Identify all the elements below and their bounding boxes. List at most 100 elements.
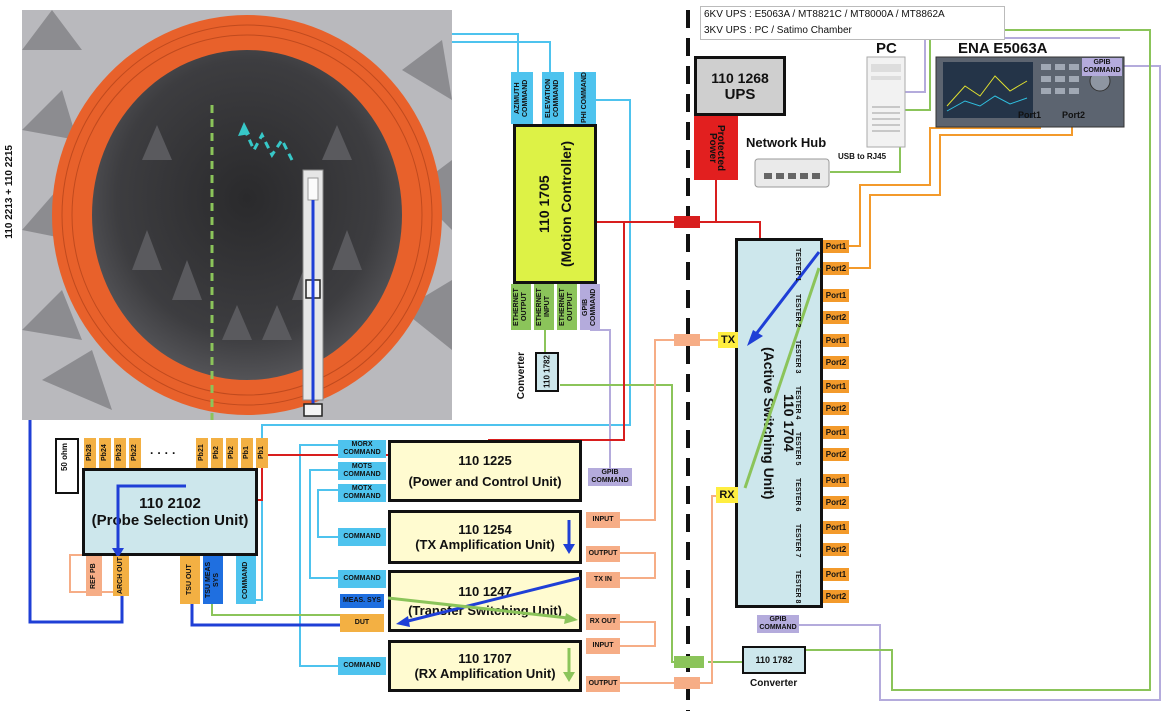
ena-port1-label: Port1	[1018, 110, 1042, 120]
load-50-ohm-box	[55, 438, 79, 494]
motx-command-port: MOTX COMMAND	[338, 484, 386, 502]
mots-command-port: MOTS COMMAND	[338, 462, 386, 480]
asu-title: 110 1704 (Active Switching Unit)	[759, 347, 799, 499]
tester-1-port1: Port1	[823, 240, 849, 253]
ena-title: ENA E5063A	[958, 40, 1048, 57]
tsu-tx-in-port: TX IN	[586, 572, 620, 588]
side-label: 110 2213 + 110 2215	[4, 145, 15, 239]
tsu-out-port: TSU OUT	[180, 556, 200, 604]
asu-id: 110 1704	[781, 394, 797, 452]
tx-amp-id: 110 1254	[458, 522, 512, 537]
rx-amp-output-port: OUTPUT	[586, 676, 620, 692]
tester-5-port1: Port1	[823, 426, 849, 439]
ena-analyzer-icon	[935, 56, 1125, 128]
converter-bottom-label: Converter	[750, 678, 798, 689]
probe-selection-unit-block: 110 2102 (Probe Selection Unit)	[82, 468, 258, 556]
tester-1-label: TESTER 1	[794, 248, 801, 282]
ethernet-connector	[674, 656, 704, 668]
network-hub-label: Network Hub	[746, 135, 827, 150]
tester-2-port2: Port2	[823, 311, 849, 324]
tx-connector	[674, 334, 700, 346]
phi-command-port: PHI COMMAND	[574, 72, 596, 124]
tx-amp-output-port: OUTPUT	[586, 546, 620, 562]
tester-5-port2: Port2	[823, 448, 849, 461]
ena-gpib-port: GPIB COMMAND	[1082, 58, 1122, 76]
meas-wire	[211, 604, 340, 616]
probe-port-22: Pb22	[129, 438, 141, 468]
tester-8-label: TESTER 8	[794, 570, 801, 604]
tester-8-port1: Port1	[823, 568, 849, 581]
rx-amp-name: (RX Amplification Unit)	[414, 666, 556, 681]
tester-3-port2: Port2	[823, 356, 849, 369]
asu-gpib-command: GPIB COMMAND	[757, 615, 799, 633]
motion-controller-title: 110 1705 (Motion Controller)	[533, 141, 577, 267]
tester-7-port2: Port2	[823, 543, 849, 556]
tester-2-port1: Port1	[823, 289, 849, 302]
psu-name: (Probe Selection Unit)	[91, 512, 249, 529]
rx-amp-arrow-icon	[563, 648, 575, 682]
probe-port-23: Pb23	[114, 438, 126, 468]
tsu-meas-sys-port: TSU MEAS SYS	[203, 556, 223, 604]
rx-amplification-unit-block: 110 1707 (RX Amplification Unit)	[388, 640, 582, 692]
ups-block: 110 1268 UPS	[694, 56, 786, 116]
command-wires	[240, 33, 631, 667]
tester-3-label: TESTER 3	[794, 340, 801, 374]
psu-command-port: COMMAND	[236, 556, 256, 604]
arch-out-port: ARCH OUT	[113, 556, 129, 596]
probe-port-24: Pb24	[99, 438, 111, 468]
pcu-gpib-command: GPIB COMMAND	[588, 468, 632, 486]
tester-6-label: TESTER 6	[794, 478, 801, 512]
probe-port-21: Pb21	[196, 438, 208, 468]
tsu-command-port: COMMAND	[338, 570, 386, 588]
network-hub-icon	[754, 158, 830, 188]
tester-7-label: TESTER 7	[794, 524, 801, 558]
ups-id: 110 1268	[711, 69, 769, 86]
tester-8-port2: Port2	[823, 590, 849, 603]
instrument-rf-wires	[845, 118, 1073, 269]
transfer-switching-unit-block: 110 1247 (Transfer Switching Unit)	[388, 570, 582, 632]
tx-amp-name: (TX Amplification Unit)	[415, 537, 555, 552]
tester-6-port1: Port1	[823, 474, 849, 487]
pc-tower-icon	[866, 56, 906, 148]
tester-4-label: TESTER 4	[794, 386, 801, 420]
tester-2-label: TESTER 2	[794, 294, 801, 328]
azimuth-command-port: AZIMUTH COMMAND	[511, 72, 533, 124]
usb-rj45-label: USB to RJ45	[838, 152, 887, 161]
pcu-name: (Power and Control Unit)	[408, 474, 562, 489]
power-control-unit-block: 110 1225 (Power and Control Unit)	[388, 440, 582, 502]
motion-ethernet-output-1: ETHERNET OUTPUT	[511, 284, 531, 330]
motion-controller-id: 110 1705	[536, 175, 552, 233]
tsu-meas-sys-input: MEAS. SYS	[340, 594, 384, 608]
tester-4-port2: Port2	[823, 402, 849, 415]
pcu-id: 110 1225	[458, 453, 512, 468]
tsu-paths	[388, 576, 581, 627]
tx-amp-input-port: INPUT	[586, 512, 620, 528]
tsu-dut-port: DUT	[340, 614, 384, 632]
probe-port-2a: Pb2	[211, 438, 223, 468]
ups-note-line2: 3KV UPS : PC / Satimo Chamber	[704, 25, 852, 36]
probe-port-28: Pb28	[84, 438, 96, 468]
converter-bottom-block: 110 1782	[742, 646, 806, 674]
tsu-rx-out-port: RX OUT	[586, 614, 620, 630]
motion-controller-block: 110 1705 (Motion Controller)	[513, 124, 597, 284]
ups-name: UPS	[724, 85, 756, 103]
tx-amp-arrow-icon	[563, 520, 575, 554]
rx-amp-command-port: COMMAND	[338, 657, 386, 675]
asu-name: (Active Switching Unit)	[761, 346, 777, 500]
psu-id: 110 2102	[139, 495, 201, 512]
elevation-command-port: ELEVATION COMMAND	[542, 72, 564, 124]
ref-pb-port: REF PB	[86, 556, 102, 596]
power-connector	[674, 216, 700, 228]
probe-port-1a: Pb1	[241, 438, 253, 468]
asu-tx-label: TX	[718, 332, 738, 348]
converter-top-block: 110 1782	[535, 352, 559, 392]
tester-4-port1: Port1	[823, 380, 849, 393]
tester-7-port1: Port1	[823, 521, 849, 534]
asu-rx-label: RX	[716, 487, 738, 503]
asu-paths	[743, 251, 821, 489]
rx-amp-id: 110 1707	[458, 651, 512, 666]
probe-port-1b: Pb1	[256, 438, 268, 468]
probe-port-2b: Pb2	[226, 438, 238, 468]
tester-5-label: TESTER 5	[794, 432, 801, 466]
ups-note-line1: 6KV UPS : E5063A / MT8821C / MT8000A / M…	[704, 9, 945, 20]
